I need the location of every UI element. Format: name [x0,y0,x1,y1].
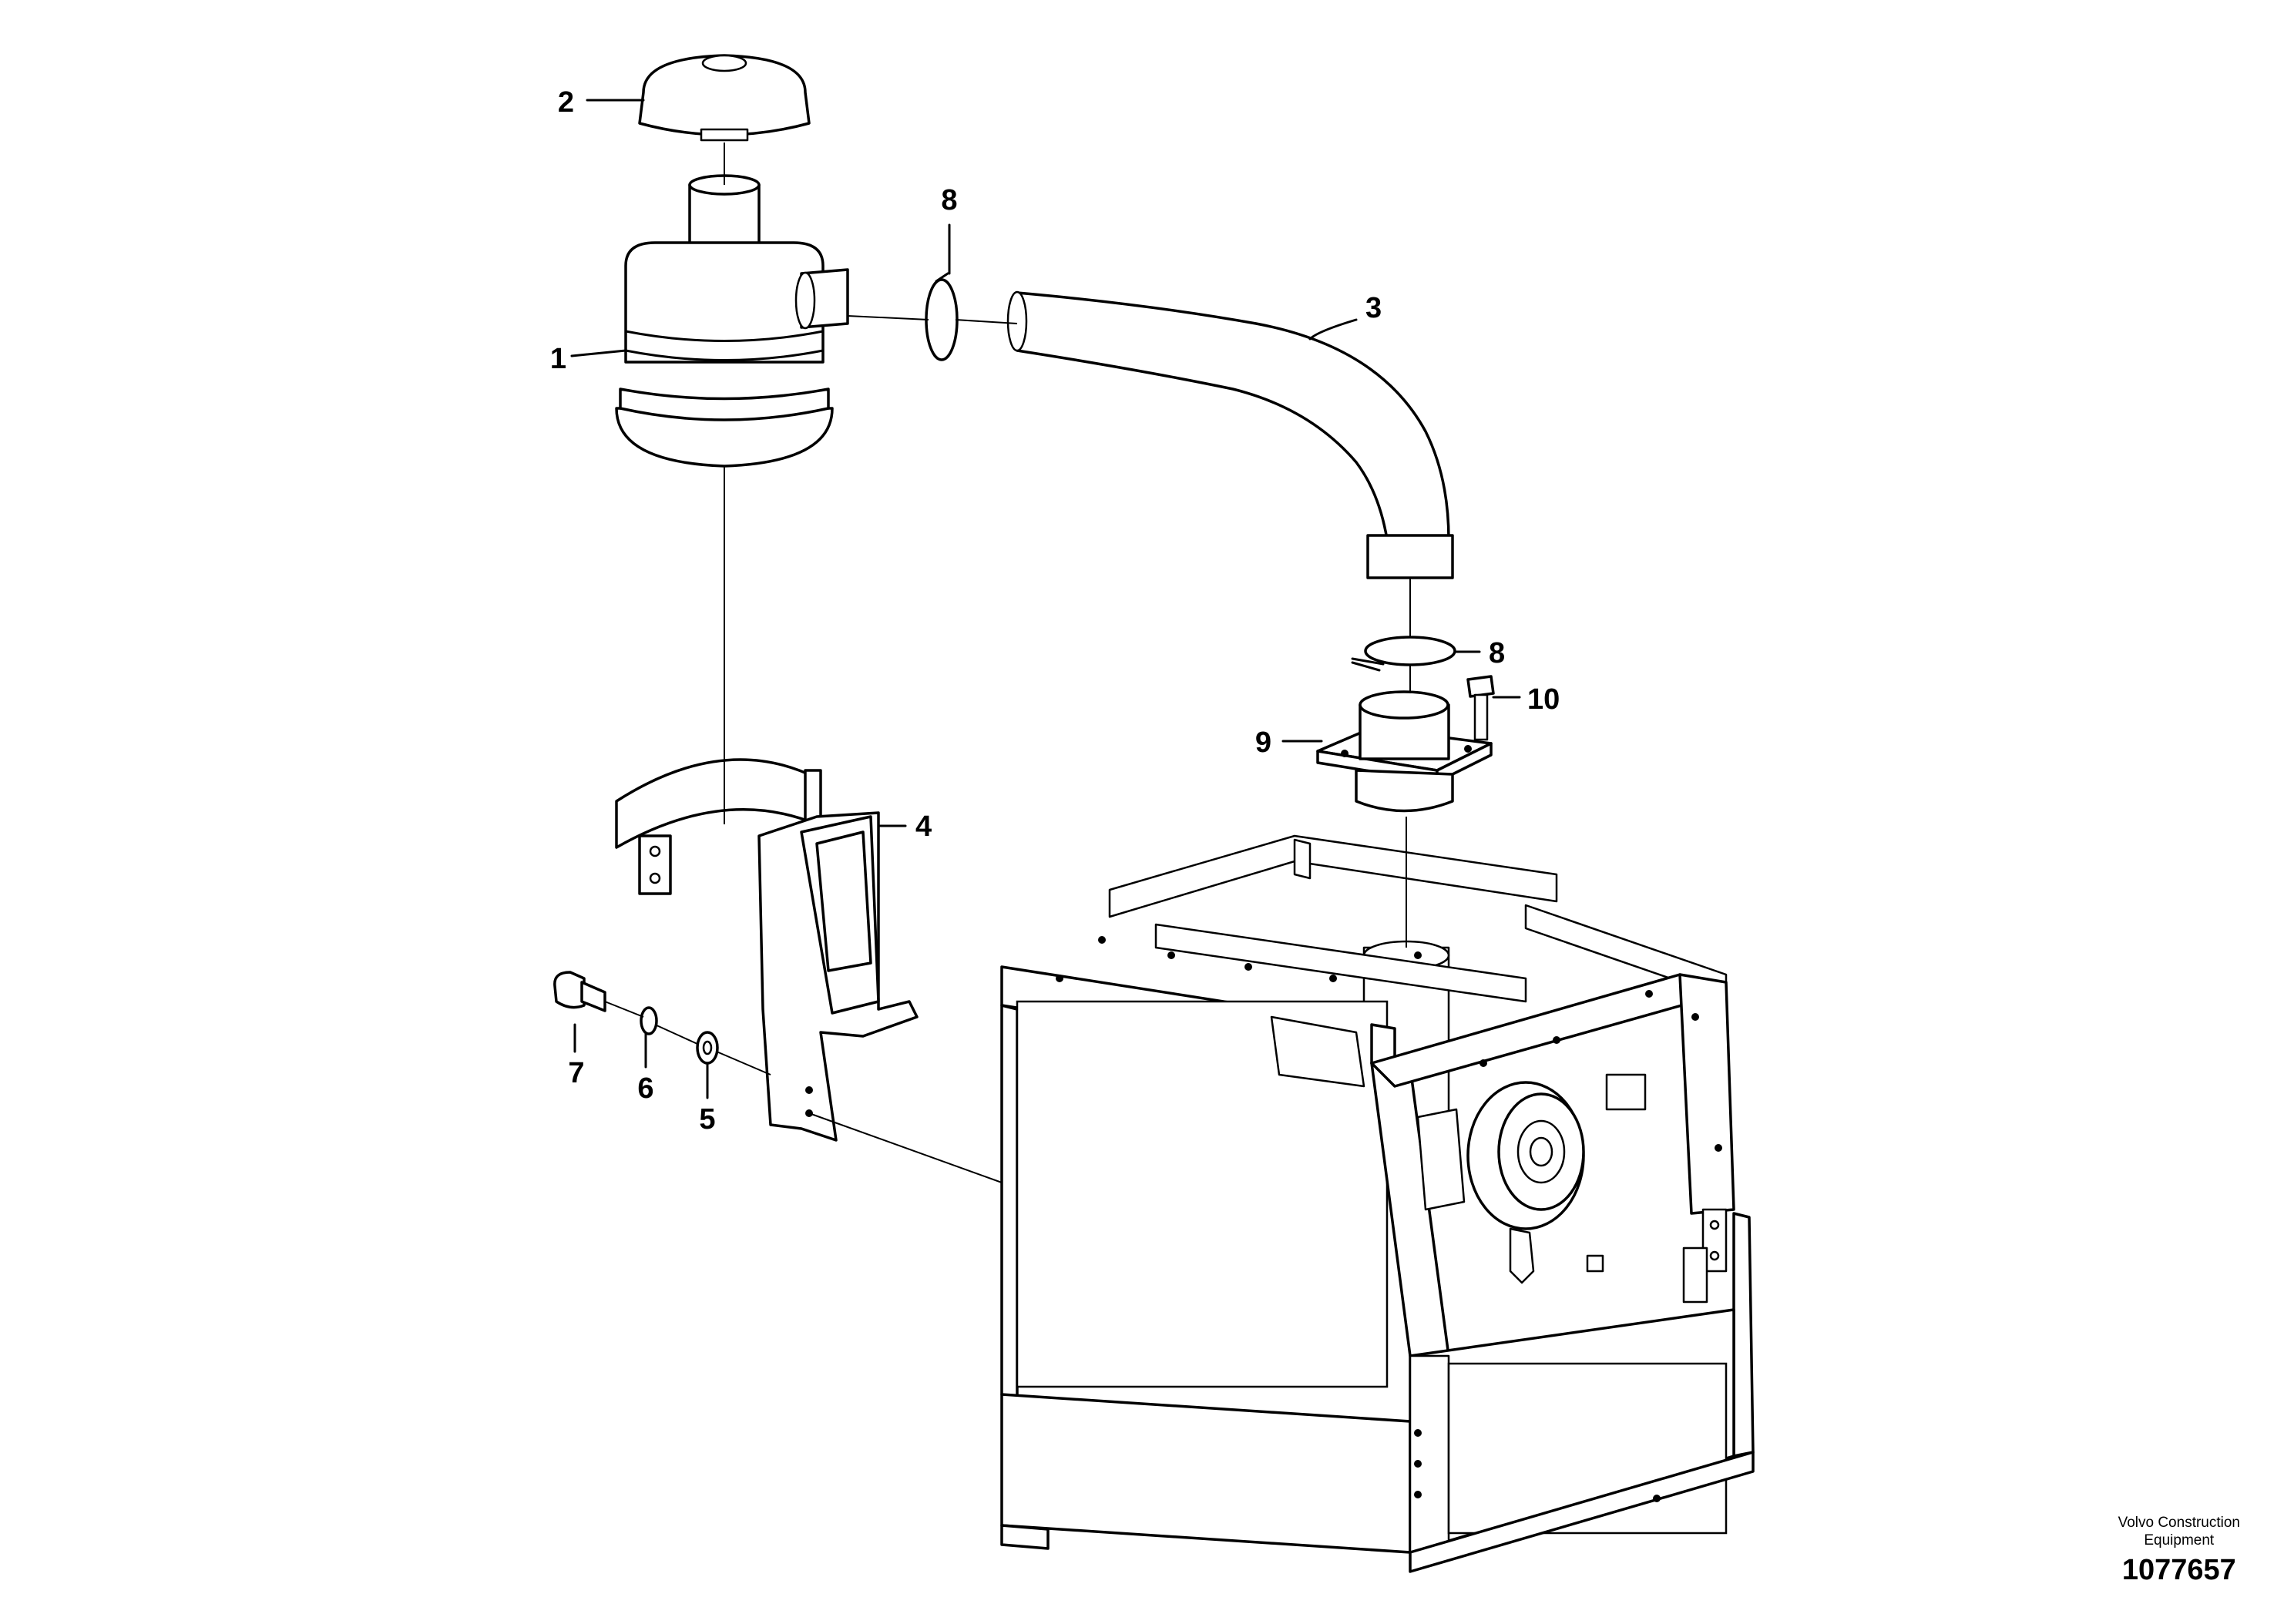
blower-unit [1270,1015,1585,1284]
flange-bolt [1466,675,1495,741]
brand-line-2: Equipment [2144,1532,2215,1549]
plain-washer [696,1031,719,1065]
rain-cap [638,54,811,142]
drawing-number: 1077657 [2121,1554,2236,1586]
callout-5: 5 [699,1103,715,1136]
callout-4: 4 [915,810,932,843]
callout-8-lower: 8 [1489,637,1505,669]
callout-9: 9 [1255,726,1271,759]
hose-clamp-upper [925,272,959,361]
callout-leaders [570,99,1521,1099]
callout-10: 10 [1527,683,1560,716]
flange-adapter [1316,690,1493,813]
assembly-lines [604,143,1411,1183]
callout-2: 2 [558,86,574,119]
callout-7: 7 [568,1057,584,1089]
callout-6: 6 [637,1072,653,1105]
callout-3: 3 [1365,292,1382,324]
hose-clamp-lower [1351,636,1456,672]
frame-assembly [1000,834,1755,1573]
callout-8-upper: 8 [941,184,957,216]
callout-1: 1 [550,343,566,375]
callout-labels: 2 1 8 3 4 8 10 9 7 6 5 [550,86,1560,1136]
mounting-bolt [553,971,606,1012]
air-filter-housing [615,174,849,468]
spring-washer [640,1006,658,1035]
frame-bolts [1056,936,1722,1502]
brand-block: Volvo Construction Equipment 1077657 [2118,1514,2240,1588]
brand-line-1: Volvo Construction [2118,1515,2240,1531]
intake-hose [1006,290,1454,579]
filter-bracket [615,758,919,1142]
